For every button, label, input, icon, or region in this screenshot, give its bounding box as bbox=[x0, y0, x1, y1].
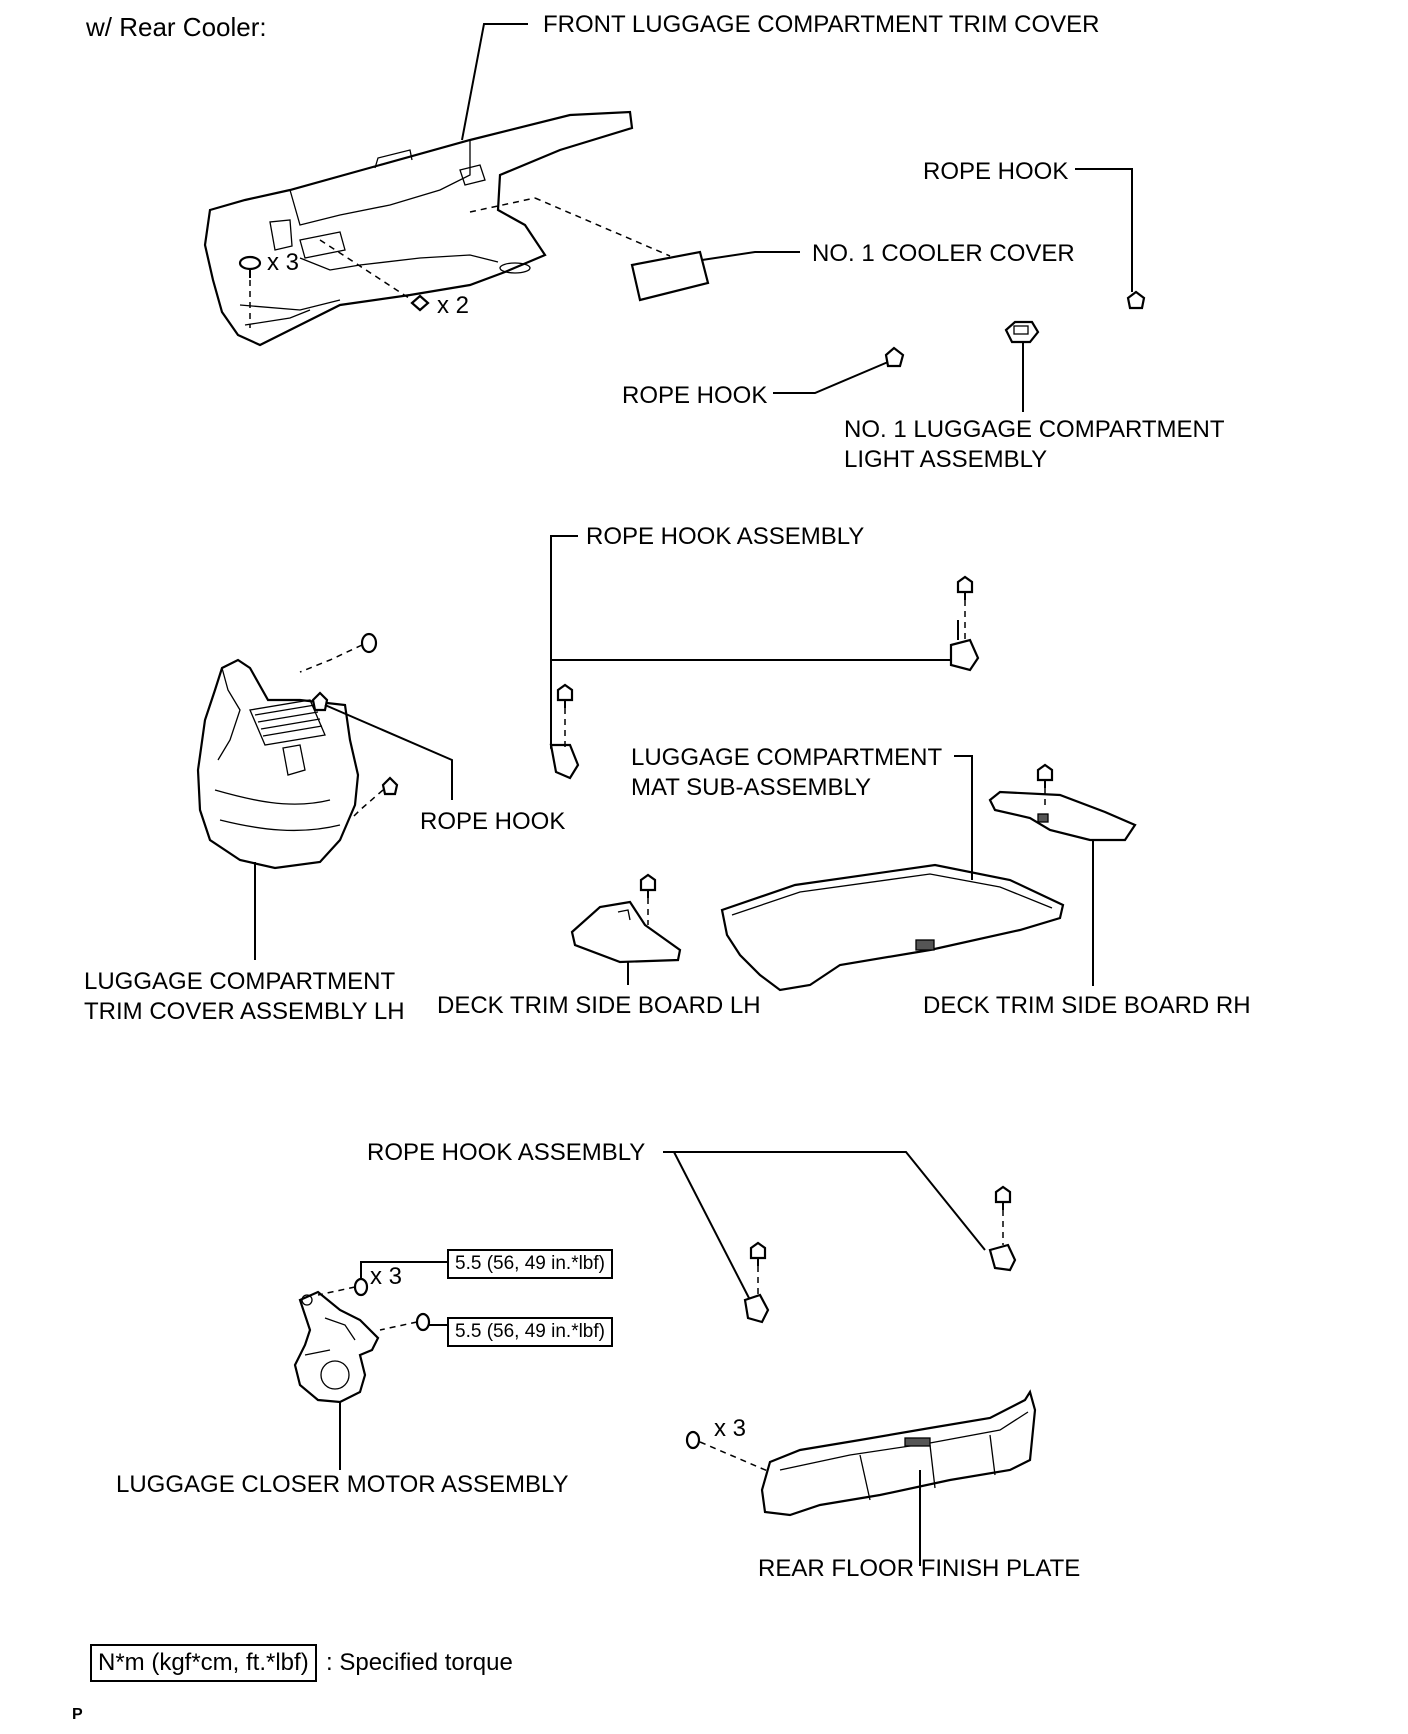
footer-code: P bbox=[72, 1706, 83, 1723]
rope-hook-icon bbox=[311, 691, 329, 712]
screw-icon bbox=[410, 294, 430, 312]
bolt-icon bbox=[994, 1185, 1012, 1210]
rope-hook-assembly-label: ROPE HOOK ASSEMBLY bbox=[586, 523, 865, 550]
rope-hook-assembly-label: ROPE HOOK ASSEMBLY bbox=[367, 1139, 646, 1166]
rope-hook-assembly-icon bbox=[549, 743, 580, 780]
front-trim-cover-label: FRONT LUGGAGE COMPARTMENT TRIM COVER bbox=[543, 11, 1100, 38]
clip-icon bbox=[360, 632, 378, 654]
bolt-icon bbox=[749, 1241, 767, 1266]
nut-icon bbox=[353, 1277, 369, 1297]
luggage-light-icon bbox=[1004, 320, 1040, 344]
rear-floor-plate-label: REAR FLOOR FINISH PLATE bbox=[758, 1555, 1081, 1582]
rear-floor-plate-part bbox=[760, 1389, 1037, 1517]
clip-icon bbox=[381, 776, 399, 796]
rope-hook-icon bbox=[1126, 290, 1146, 310]
bolt-icon bbox=[956, 575, 974, 600]
no1-cooler-cover-label: NO. 1 COOLER COVER bbox=[812, 240, 1075, 267]
closer-motor-part bbox=[293, 1290, 380, 1404]
light-assembly-label-line1: NO. 1 LUGGAGE COMPARTMENT bbox=[844, 416, 1225, 443]
deck-board-lh-part bbox=[570, 900, 682, 964]
bolt-icon bbox=[1036, 763, 1054, 788]
rope-hook-label: ROPE HOOK bbox=[622, 382, 768, 409]
condition-label: w/ Rear Cooler: bbox=[86, 12, 267, 42]
quantity-label: x 3 bbox=[714, 1415, 747, 1442]
deck-board-rh-label: DECK TRIM SIDE BOARD RH bbox=[923, 992, 1251, 1019]
rope-hook-label: ROPE HOOK bbox=[923, 158, 1069, 185]
clip-icon bbox=[238, 255, 262, 278]
rope-hook-label: ROPE HOOK bbox=[420, 808, 566, 835]
quantity-label: x 3 bbox=[370, 1263, 403, 1290]
torque-spec-box: 5.5 (56, 49 in.*lbf) bbox=[447, 1249, 613, 1279]
rope-hook-assembly-icon bbox=[949, 620, 980, 672]
nut-icon bbox=[415, 1312, 431, 1332]
torque-spec-box: 5.5 (56, 49 in.*lbf) bbox=[447, 1317, 613, 1347]
quantity-label: x 2 bbox=[437, 292, 470, 319]
legend-torque-box: N*m (kgf*cm, ft.*lbf) bbox=[90, 1644, 317, 1682]
trim-lh-label-line1: LUGGAGE COMPARTMENT bbox=[84, 968, 396, 995]
trim-lh-label-line2: TRIM COVER ASSEMBLY LH bbox=[84, 998, 405, 1025]
bolt-icon bbox=[556, 683, 574, 708]
deck-board-rh-part bbox=[988, 790, 1137, 842]
quantity-label: x 3 bbox=[267, 249, 300, 276]
bolt-icon bbox=[639, 873, 657, 898]
clip-icon bbox=[685, 1430, 701, 1450]
closer-motor-label: LUGGAGE CLOSER MOTOR ASSEMBLY bbox=[116, 1471, 569, 1498]
light-assembly-label-line2: LIGHT ASSEMBLY bbox=[844, 446, 1048, 473]
rope-hook-icon bbox=[884, 346, 905, 368]
rope-hook-assembly-icon bbox=[743, 1293, 770, 1324]
mat-label-line2: MAT SUB-ASSEMBLY bbox=[631, 774, 872, 801]
no1-cooler-cover-part bbox=[630, 250, 710, 302]
front-trim-cover-part bbox=[203, 110, 634, 347]
trim-cover-lh-part bbox=[196, 658, 360, 870]
legend-text: : Specified torque bbox=[326, 1649, 513, 1676]
deck-board-lh-label: DECK TRIM SIDE BOARD LH bbox=[437, 992, 761, 1019]
mat-label-line1: LUGGAGE COMPARTMENT bbox=[631, 744, 943, 771]
rope-hook-assembly-icon bbox=[988, 1243, 1017, 1272]
luggage-mat-part bbox=[720, 863, 1065, 992]
